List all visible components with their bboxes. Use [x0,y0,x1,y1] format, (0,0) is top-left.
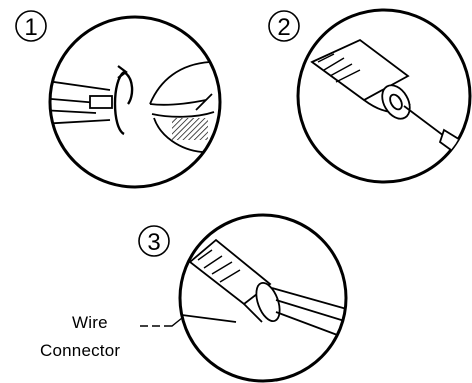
panel-3-connector-installed [178,213,348,383]
panel-2-insert-connector [296,8,472,184]
panel-1-twist-wires [48,15,222,189]
svg-text:1: 1 [24,14,37,41]
callout-label-connector: Connector [40,341,121,360]
callout-leader-line [140,317,183,327]
step-3-number-badge: 3 [138,225,170,257]
callout-label-wire: Wire [72,313,108,332]
svg-text:2: 2 [277,14,290,41]
step-2-number-badge: 2 [268,10,300,42]
svg-text:3: 3 [147,229,160,256]
step-1-number-badge: 1 [15,10,47,42]
